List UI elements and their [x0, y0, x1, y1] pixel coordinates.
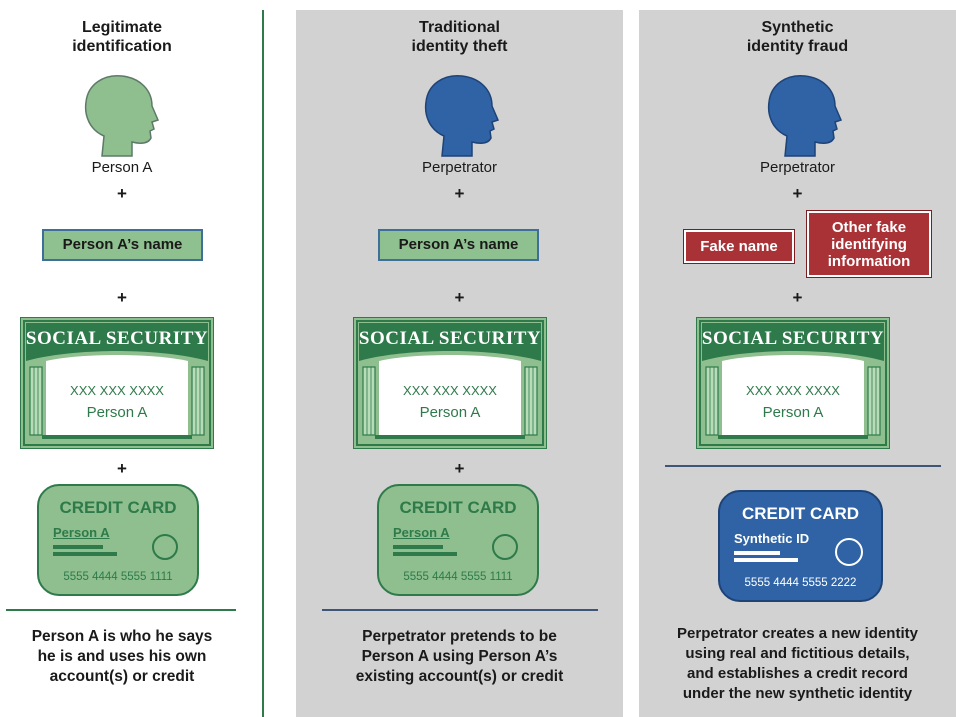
person-label: Perpetrator	[759, 159, 836, 176]
caption-line: using real and fictitious details,	[685, 645, 910, 662]
card-stripe	[393, 545, 443, 549]
other-fake-line: information	[827, 253, 911, 270]
person-head-icon	[84, 75, 160, 157]
card-title: CREDIT CARD	[59, 498, 177, 517]
card-chip-circle	[492, 534, 518, 560]
credit-card: CREDIT CARD Synthetic ID 5555 4444 5555 …	[718, 490, 883, 602]
caption-line: account(s) or credit	[49, 668, 195, 685]
social-security-card: SOCIAL SECURITY XXX XXX XXXX Person A	[353, 317, 547, 449]
card-title: CREDIT CARD	[399, 498, 517, 517]
credit-card: CREDIT CARD Person A 5555 4444 5555 1111	[377, 484, 539, 596]
other-fake-line: Other fake	[831, 219, 907, 236]
card-chip-circle	[835, 538, 863, 566]
column-title: Legitimate identification	[0, 18, 244, 56]
caption-line: under the new synthetic identity	[682, 685, 913, 702]
caption-line: he is and uses his own	[37, 648, 207, 665]
person-label: Person A	[91, 159, 153, 176]
caption-line: and establishes a credit record	[687, 665, 908, 682]
section-divider	[665, 465, 941, 467]
social-security-card-graphic	[696, 317, 890, 449]
caption-divider	[322, 609, 598, 611]
caption-line: Person A using Person A’s	[361, 648, 558, 665]
column-legitimate: Legitimate identification Person A + Per…	[0, 10, 244, 717]
caption-line: Perpetrator pretends to be	[362, 628, 557, 645]
social-security-card-graphic	[20, 317, 214, 449]
card-stripe	[734, 551, 780, 555]
plus-sign: +	[454, 288, 465, 307]
card-stripe	[53, 552, 117, 556]
plus-sign: +	[117, 288, 127, 307]
card-number: 5555 4444 5555 1111	[403, 571, 513, 583]
column-title: Traditional identity theft	[296, 18, 623, 56]
social-security-card-graphic	[353, 317, 547, 449]
card-stripe	[53, 545, 103, 549]
plus-sign: +	[792, 288, 803, 307]
ssc-header: SOCIAL SECURITY	[701, 328, 885, 349]
card-chip-circle	[152, 534, 178, 560]
plus-sign: +	[454, 459, 465, 478]
person-head-icon	[424, 75, 500, 157]
plus-sign: +	[792, 184, 803, 203]
ssc-number: XXX XXX XXXX	[403, 383, 497, 398]
card-number: 5555 4444 5555 1111	[63, 571, 173, 583]
ssc-number: XXX XXX XXXX	[746, 383, 840, 398]
caption-line: Perpetrator creates a new identity	[677, 625, 918, 642]
credit-card: CREDIT CARD Person A 5555 4444 5555 1111	[37, 484, 199, 596]
title-line-1: Synthetic	[761, 19, 834, 36]
card-title: CREDIT CARD	[741, 504, 860, 523]
ssc-name: Person A	[419, 404, 481, 421]
caption-divider	[6, 609, 236, 611]
title-line-1: Legitimate	[81, 19, 162, 36]
column-traditional-theft: Traditional identity theft Perpetrator +…	[296, 10, 623, 717]
ssc-header: SOCIAL SECURITY	[25, 328, 209, 349]
name-box: Person A’s name	[42, 229, 203, 261]
other-fake-line: identifying	[831, 236, 907, 253]
social-security-card: SOCIAL SECURITY XXX XXX XXXX Person A	[696, 317, 890, 449]
caption: Perpetrator pretends to be Person A usin…	[296, 627, 623, 687]
plus-sign: +	[117, 184, 127, 203]
column-divider	[262, 10, 264, 717]
caption-line: existing account(s) or credit	[355, 668, 564, 685]
person-label: Perpetrator	[421, 159, 498, 176]
column-synthetic-fraud: Synthetic identity fraud Perpetrator + F…	[639, 10, 956, 717]
title-line-2: identification	[72, 38, 172, 55]
fake-name-box: Fake name	[683, 229, 795, 264]
social-security-card: SOCIAL SECURITY XXX XXX XXXX Person A	[20, 317, 214, 449]
caption: Perpetrator creates a new identity using…	[639, 624, 956, 704]
ssc-number: XXX XXX XXXX	[70, 383, 164, 398]
name-box: Person A’s name	[378, 229, 539, 261]
other-fake-info-box: Other fake identifying information	[806, 210, 932, 278]
caption-line: Person A is who he says	[31, 628, 213, 645]
plus-sign: +	[117, 459, 127, 478]
card-number: 5555 4444 5555 2222	[744, 577, 857, 589]
ssc-name: Person A	[86, 404, 148, 421]
title-line-2: identity fraud	[746, 38, 849, 55]
title-line-1: Traditional	[419, 19, 500, 36]
ssc-header: SOCIAL SECURITY	[358, 328, 542, 349]
ssc-name: Person A	[762, 404, 824, 421]
caption: Person A is who he says he is and uses h…	[0, 627, 244, 687]
column-title: Synthetic identity fraud	[639, 18, 956, 56]
card-holder-name: Person A	[53, 525, 110, 540]
plus-sign: +	[454, 184, 465, 203]
card-stripe	[734, 558, 798, 562]
card-holder-name: Synthetic ID	[734, 531, 810, 546]
title-line-2: identity theft	[411, 38, 508, 55]
person-head-icon	[767, 75, 843, 157]
card-holder-name: Person A	[393, 525, 450, 540]
card-stripe	[393, 552, 457, 556]
